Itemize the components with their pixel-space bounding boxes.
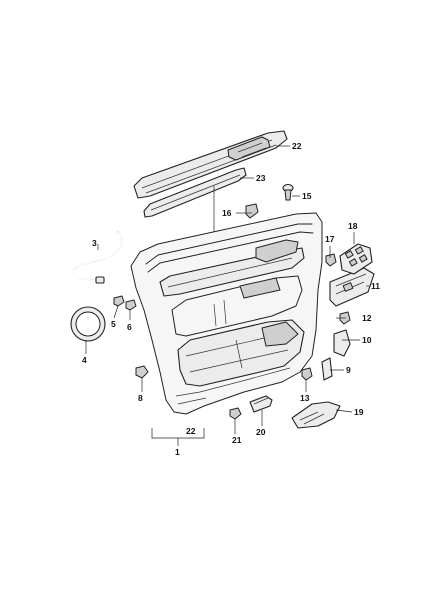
cover-13 bbox=[333, 329, 351, 357]
clip-6 bbox=[125, 299, 137, 311]
callout-labels: 22 23 15 16 3 17 18 11 5 6 12 10 4 9 8 1… bbox=[82, 141, 380, 457]
pin-17 bbox=[282, 183, 294, 201]
callout-4: 4 bbox=[82, 355, 87, 365]
leader-lines bbox=[85, 145, 370, 446]
callout-11: 9 bbox=[346, 365, 351, 375]
screw-10 bbox=[301, 367, 313, 381]
callout-8: 8 bbox=[138, 393, 143, 403]
callout-22-top: 22 bbox=[292, 141, 302, 151]
callout-20: 18 bbox=[348, 221, 358, 231]
callout-6: 6 bbox=[127, 322, 132, 332]
callout-17: 15 bbox=[302, 191, 312, 201]
callout-21: 19 bbox=[354, 407, 364, 417]
door-trim-panel bbox=[130, 212, 323, 415]
clip-19 bbox=[325, 253, 337, 267]
callout-10: 13 bbox=[300, 393, 310, 403]
clip-18 bbox=[245, 203, 259, 219]
clip-8 bbox=[135, 365, 149, 379]
trim-strip-lower bbox=[143, 167, 247, 218]
trim-strip-upper bbox=[133, 130, 288, 199]
clip-5 bbox=[113, 295, 125, 307]
callout-18: 16 bbox=[222, 208, 232, 218]
callout-1: 1 bbox=[175, 447, 180, 457]
cable-loop bbox=[72, 231, 123, 284]
callout-9: 21 bbox=[232, 435, 242, 445]
clip-9 bbox=[229, 407, 242, 420]
callout-19: 17 bbox=[325, 234, 335, 244]
bracket-12 bbox=[249, 395, 273, 413]
callout-3: 3 bbox=[92, 238, 97, 248]
bracket-11 bbox=[321, 357, 333, 381]
switch-panel-15 bbox=[329, 267, 375, 307]
callout-15: 11 bbox=[371, 281, 380, 291]
callout-22-bottom: 22 bbox=[186, 426, 196, 436]
callout-13: 10 bbox=[362, 335, 372, 345]
window-switch-20 bbox=[339, 243, 373, 275]
callout-5: 5 bbox=[111, 319, 116, 329]
callout-16: 12 bbox=[362, 313, 372, 323]
callout-12: 20 bbox=[256, 427, 266, 437]
pocket-liner-21 bbox=[291, 401, 341, 429]
speaker-ring bbox=[70, 306, 106, 342]
callout-23: 23 bbox=[256, 173, 266, 183]
